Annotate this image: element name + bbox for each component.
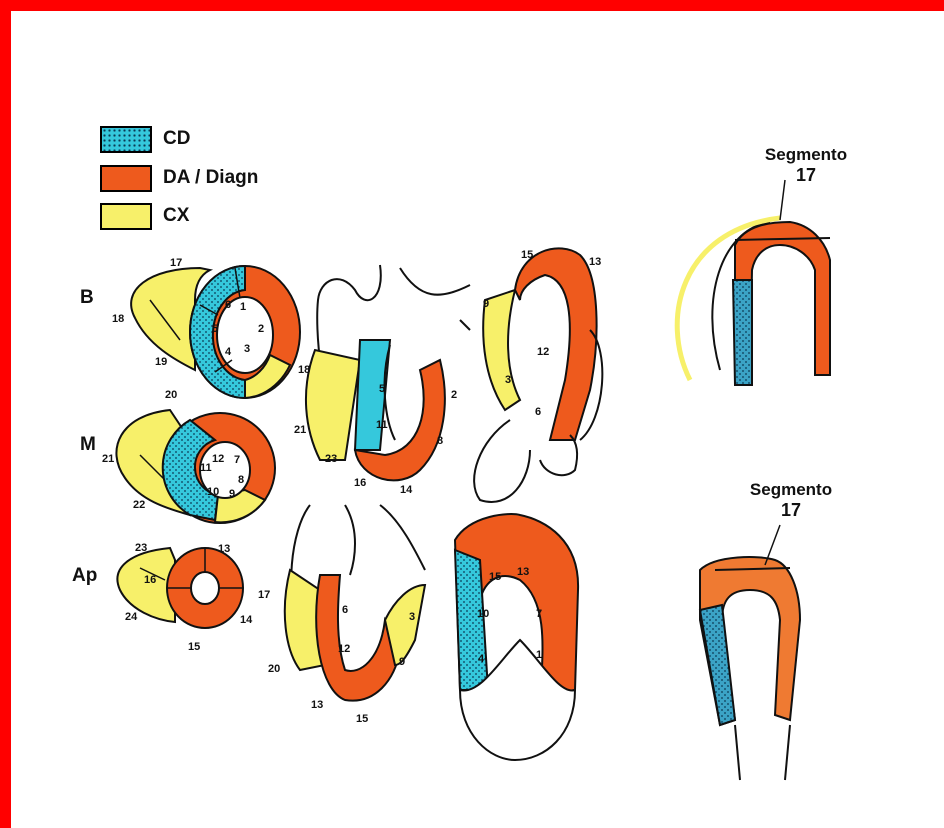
seg-num: 20 — [268, 663, 280, 675]
v3-top-da — [515, 248, 597, 440]
apex-cavity — [191, 572, 219, 604]
seg-num: 14 — [400, 484, 413, 496]
seg-num: 2 — [258, 323, 264, 335]
seg-num: 15 — [188, 641, 200, 653]
seg-num: 6 — [225, 299, 231, 311]
seg-num: 1 — [240, 301, 246, 313]
segment17-bottom — [700, 525, 800, 780]
seg-num: 16 — [354, 477, 366, 489]
seg-num: 3 — [409, 611, 415, 623]
seg-num: 15 — [356, 713, 368, 725]
seg-num: 17 — [258, 589, 270, 601]
long-axis-four-chamber-top — [474, 248, 602, 502]
seg-num: 10 — [477, 608, 489, 620]
seg-num: 9 — [483, 298, 489, 310]
seg-num: 16 — [144, 574, 156, 586]
seg-num: 9 — [229, 488, 235, 500]
seg-num: 22 — [133, 499, 145, 511]
seg-num: 4 — [225, 346, 232, 358]
seg-num: 2 — [451, 389, 457, 401]
seg-num: 8 — [238, 474, 244, 486]
seg-num: 19 — [155, 356, 167, 368]
seg-num: 6 — [342, 604, 348, 616]
seg-num: 21 — [294, 424, 306, 436]
long-axis-two-chamber-top — [306, 265, 470, 480]
seg-num: 12 — [537, 346, 549, 358]
seg-num: 13 — [517, 566, 529, 578]
seg-num: 24 — [125, 611, 138, 623]
seg-num: 11 — [200, 462, 212, 474]
seg-num: 12 — [338, 643, 350, 655]
seg-num: 11 — [376, 419, 388, 431]
seg-num: 5 — [212, 323, 218, 335]
seg-num: 18 — [298, 364, 310, 376]
seg-num: 13 — [311, 699, 323, 711]
seg-num: 5 — [379, 383, 385, 395]
seg-num: 23 — [325, 453, 337, 465]
seg-num: 12 — [212, 453, 224, 465]
seg-num: 7 — [536, 608, 542, 620]
seg-num: 13 — [218, 543, 230, 555]
seg-num: 7 — [234, 454, 240, 466]
seg-num: 15 — [521, 249, 533, 261]
seg-num: 8 — [437, 435, 443, 447]
seg-num: 23 — [135, 542, 147, 554]
seg-num: 1 — [536, 649, 542, 661]
long-axis-four-chamber-bottom — [455, 514, 578, 760]
seg-num: 13 — [589, 256, 601, 268]
seg-num: 20 — [165, 389, 177, 401]
seg17-bot-cd — [700, 605, 735, 725]
seg-num: 21 — [102, 453, 114, 465]
v2-top-cx — [306, 350, 360, 460]
v2-bot-da — [316, 575, 400, 701]
seg-num: 14 — [240, 614, 253, 626]
seg-num: 17 — [170, 257, 182, 269]
long-axis-two-chamber-bottom — [285, 505, 425, 701]
seg-num: 18 — [112, 313, 124, 325]
seg-num: 6 — [535, 406, 541, 418]
seg-num: 9 — [399, 656, 405, 668]
seg-num: 4 — [478, 653, 485, 665]
seg-num: 3 — [505, 374, 511, 386]
segment17-top — [677, 180, 830, 385]
seg17-top-cd — [733, 280, 752, 385]
seg-num: 3 — [244, 343, 250, 355]
seg-num: 10 — [207, 486, 219, 498]
seg-num: 15 — [489, 571, 501, 583]
